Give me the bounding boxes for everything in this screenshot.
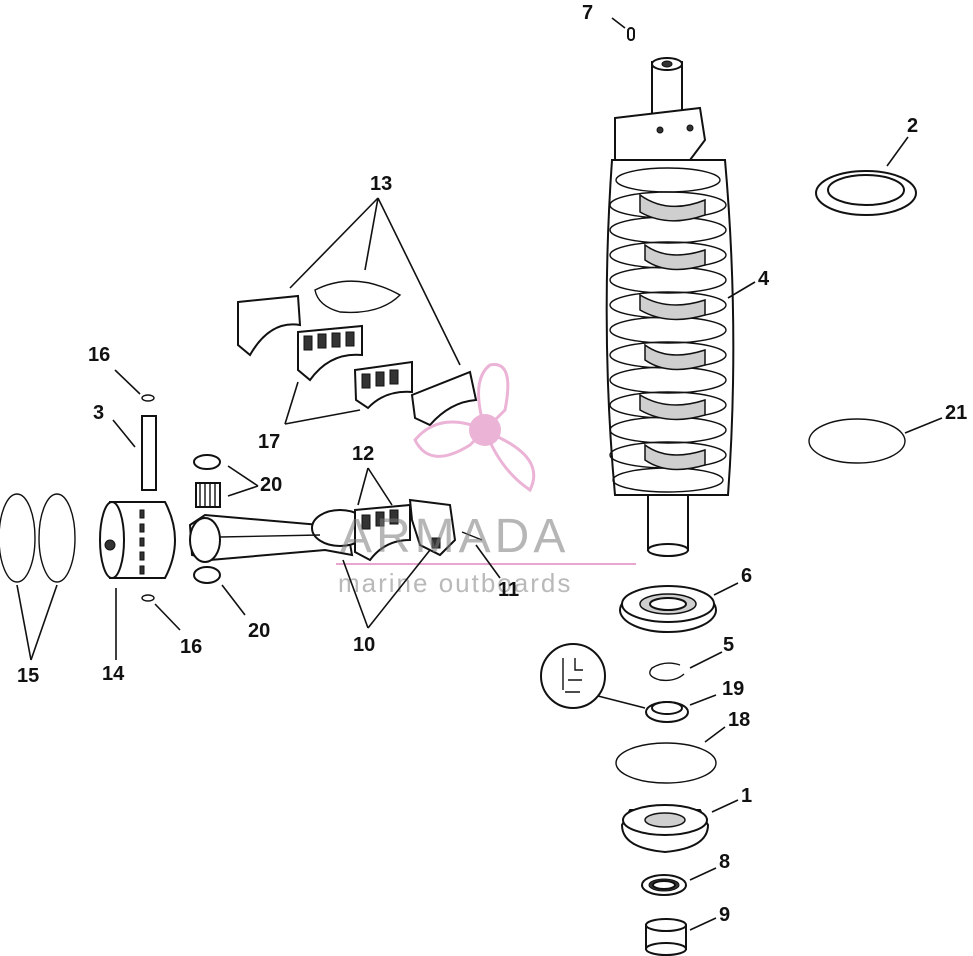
callout-11: 11 [498,579,519,601]
watermark-tagline: marine outboards [338,568,572,598]
callout-labels: 1 2 3 4 5 6 7 8 9 10 11 12 13 14 15 16 1… [17,2,967,926]
callout-9: 9 [719,904,730,926]
seal-ring-top [815,170,917,216]
callout-20-upper: 20 [260,474,282,496]
lubricant-callout-icon [540,643,646,709]
callout-19: 19 [722,678,744,700]
rod-bearing-cage [354,503,411,562]
callout-10: 10 [353,634,375,656]
callout-5: 5 [723,634,734,656]
rod-bolt [461,531,483,541]
rod-cap [408,498,457,557]
piston [99,501,176,579]
callout-3: 3 [93,402,104,424]
callout-20-lower: 20 [248,620,270,642]
piston-ring-2 [38,493,76,583]
callout-2: 2 [907,115,918,137]
callout-21: 21 [945,402,967,424]
needle-bearing [195,482,221,508]
oil-seal [645,701,689,723]
o-ring-medium [615,742,717,784]
thrust-washer-upper [193,454,221,470]
pin-clip-upper [141,394,155,402]
crankshaft [605,57,735,557]
callout-17: 17 [258,431,280,453]
small-seal [641,874,687,896]
seal-housing [620,804,710,854]
callout-12: 12 [352,443,374,465]
callout-8: 8 [719,851,730,873]
callout-18: 18 [728,709,750,731]
callout-6: 6 [741,565,752,587]
watermark-logo [413,363,536,493]
callout-1: 1 [741,785,752,807]
pin-clip-lower [141,594,155,602]
wrist-pin [141,415,157,491]
callout-13: 13 [370,173,392,195]
propeller-icon [413,363,536,493]
piston-ring-1 [0,493,36,583]
callout-14: 14 [102,663,125,685]
thrust-washer-lower [193,566,221,584]
o-ring-large [808,418,906,464]
callout-7: 7 [582,2,593,24]
retaining-ring [649,662,685,682]
callout-16-lower: 16 [180,636,202,658]
callout-16-upper: 16 [88,344,110,366]
watermark-brand: ARMADA [340,510,569,563]
leader-lines [16,17,943,931]
small-pin [627,27,635,41]
callout-4: 4 [758,268,770,290]
callout-15: 15 [17,665,39,687]
bearing-halves-upper [237,280,478,427]
ball-bearing [619,585,717,633]
bushing [645,918,687,956]
